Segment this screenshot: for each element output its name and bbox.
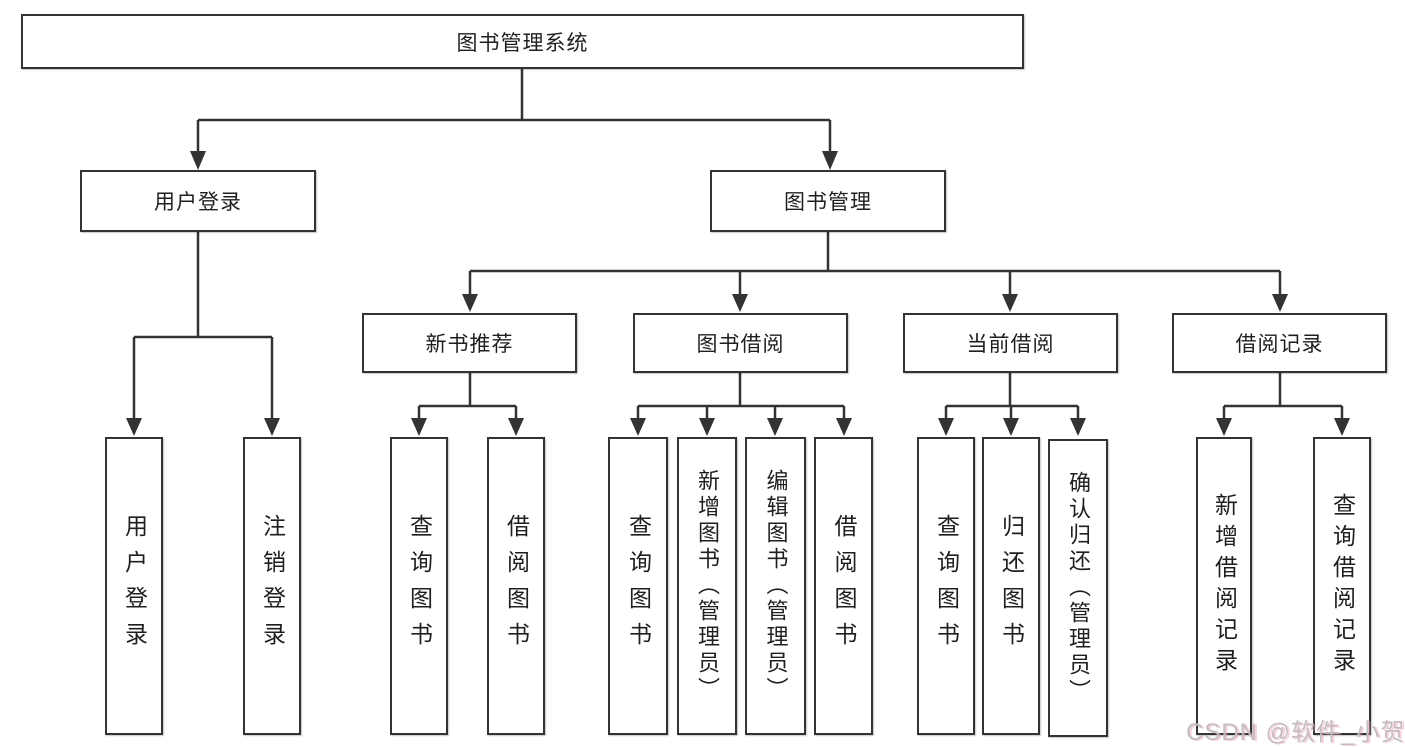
node-label: 查询借阅记录 [1329,493,1356,679]
node-label: 查询图书 [625,514,652,658]
leaf-borrow-books-borrowing: 借阅图书 [814,437,873,735]
node-label: 用户登录 [121,514,148,658]
node-label: 用户登录 [154,191,242,214]
leaf-user-login: 用户登录 [105,437,163,735]
node-label: 借阅图书 [503,514,530,658]
node-book-borrowing: 图书借阅 [633,313,848,373]
node-current-borrowing: 当前借阅 [903,313,1118,373]
node-borrowing-records: 借阅记录 [1172,313,1387,373]
leaf-query-books-borrowing: 查询图书 [608,437,668,735]
leaf-query-books-recommend: 查询图书 [390,437,448,735]
leaf-confirm-return-admin: 确认归还（管理员） [1048,439,1108,737]
node-label: 图书管理系统 [456,31,589,55]
node-library-system: 图书管理系统 [21,14,1024,69]
node-label: 查询图书 [933,514,960,658]
node-label: 新书推荐 [425,333,514,356]
node-label: 新增图书（管理员） [695,469,720,703]
leaf-add-book-admin: 新增图书（管理员） [677,437,737,735]
node-label: 图书管理 [784,191,872,214]
leaf-logout: 注销登录 [243,437,301,735]
node-new-book-recommend: 新书推荐 [362,313,577,373]
node-label: 图书借阅 [696,333,785,356]
leaf-edit-book-admin: 编辑图书（管理员） [745,437,806,735]
node-label: 确认归还（管理员） [1066,471,1091,705]
node-label: 当前借阅 [966,333,1055,356]
node-book-management: 图书管理 [710,170,946,232]
leaf-borrow-books-recommend: 借阅图书 [487,437,545,735]
leaf-query-borrow-record: 查询借阅记录 [1313,437,1371,735]
leaf-return-books: 归还图书 [982,437,1040,735]
node-label: 借阅记录 [1235,333,1324,356]
leaf-query-books-current: 查询图书 [917,437,975,735]
node-label: 新增借阅记录 [1211,493,1238,679]
node-label: 注销登录 [259,514,286,658]
node-label: 编辑图书（管理员） [763,469,789,703]
node-label: 归还图书 [998,514,1025,658]
node-user-login: 用户登录 [80,170,316,232]
node-label: 查询图书 [406,514,433,658]
node-label: 借阅图书 [831,514,857,658]
csdn-watermark: CSDN @软件_小贺同学 [1186,719,1405,746]
leaf-add-borrow-record: 新增借阅记录 [1196,437,1252,735]
